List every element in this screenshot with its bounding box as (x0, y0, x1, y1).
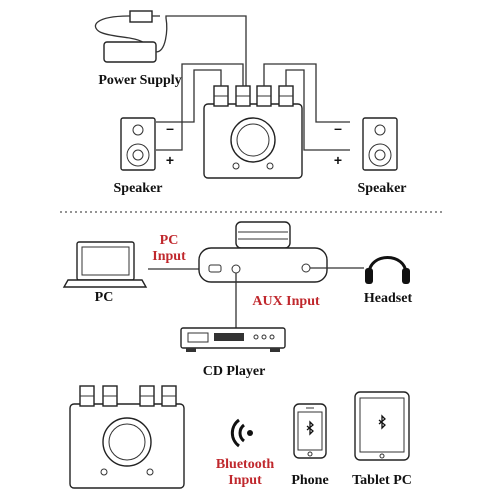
speaker-left-label: Speaker (114, 181, 163, 196)
power-cable-to-amp (155, 15, 247, 104)
volume-dial-inner (236, 123, 270, 157)
tablet-pc-label: Tablet PC (352, 473, 412, 488)
speaker-wire-right-minus (263, 63, 350, 123)
indicator-led (266, 162, 274, 170)
headset-label: Headset (364, 291, 413, 306)
tweeter (374, 124, 386, 136)
speaker-wire-right-plus (285, 69, 350, 151)
headset-icon (365, 256, 410, 284)
speaker-left (120, 117, 156, 171)
power-adapter-brick (103, 41, 157, 63)
pc-input-label-line2: Input (152, 249, 186, 264)
indicator-led (146, 468, 154, 476)
amplifier-rear-panel (198, 247, 328, 283)
power-supply: Power Supply (94, 10, 247, 104)
bluetooth-icon (378, 414, 386, 430)
pc-laptop (62, 241, 148, 288)
power-supply-label: Power Supply (98, 73, 181, 88)
speaker-wire-left-minus (156, 69, 222, 123)
volume-dial-inner (108, 423, 146, 461)
aux-input-label: AUX Input (252, 294, 320, 309)
speaker-wire-left-plus (156, 63, 244, 151)
woofer (368, 143, 392, 167)
laptop-screen (76, 241, 135, 281)
plus-sign-right: + (334, 152, 342, 168)
indicator-led (232, 162, 240, 170)
bluetooth-icon (306, 420, 314, 436)
power-plug (129, 10, 153, 23)
volume-dial (230, 117, 276, 163)
power-cable (94, 15, 146, 45)
amplifier-top (203, 85, 303, 179)
amplifier-bottom (69, 385, 185, 489)
cd-player-label: CD Player (203, 364, 266, 379)
phone-screen (297, 411, 323, 451)
bluetooth-input-label-line2: Input (228, 473, 262, 488)
bluetooth-input-label-line1: Bluetooth (216, 457, 275, 472)
laptop-base (62, 279, 148, 288)
tweeter (132, 124, 144, 136)
cd-tray (187, 332, 209, 343)
pc-label: PC (95, 290, 114, 305)
indicator-led (100, 468, 108, 476)
volume-dial (102, 417, 152, 467)
minus-sign-left: – (166, 120, 174, 136)
cd-display (214, 333, 244, 341)
speaker-right-label: Speaker (358, 181, 407, 196)
usb-port (208, 264, 222, 273)
amplifier-top-cover (235, 221, 291, 249)
plus-sign-left: + (166, 152, 174, 168)
amplifier-middle (198, 221, 328, 283)
wireless-signal-icon (230, 418, 253, 448)
pc-input-label-line1: PC (160, 233, 179, 248)
speaker-right (362, 117, 398, 171)
woofer (126, 143, 150, 167)
cd-player (180, 327, 286, 352)
tablet-device (354, 391, 410, 461)
phone-label: Phone (291, 473, 328, 488)
tablet-screen (359, 397, 405, 453)
phone-device (293, 403, 327, 459)
minus-sign-right: – (334, 120, 342, 136)
